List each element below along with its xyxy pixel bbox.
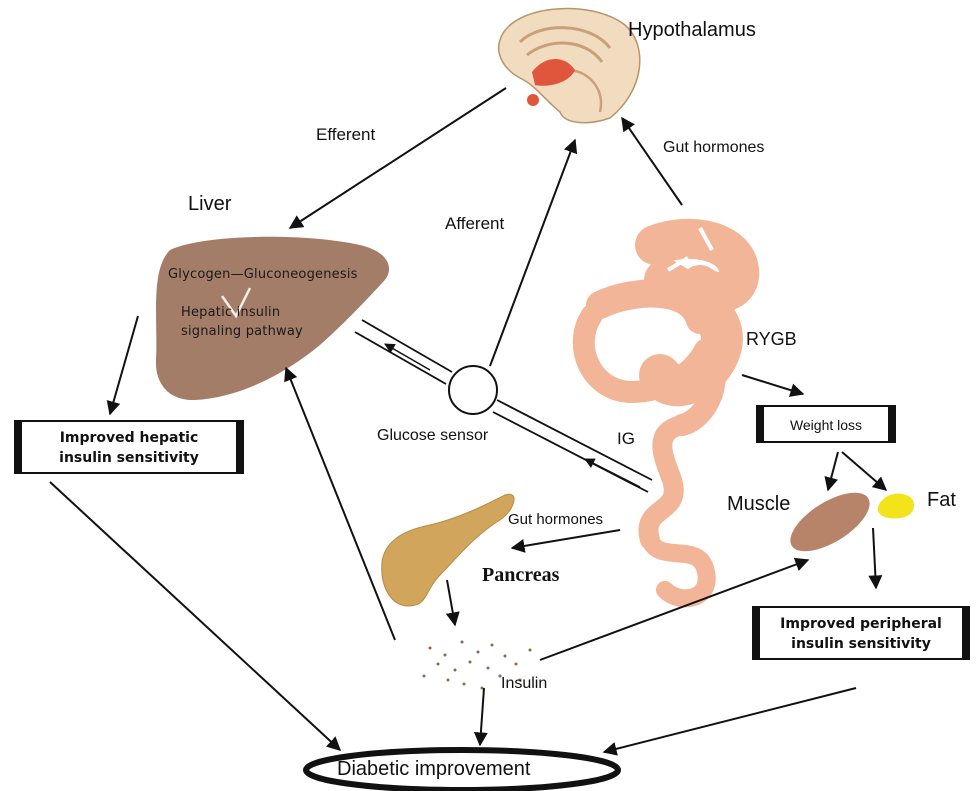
arrow-insulin-to-liver <box>286 368 395 640</box>
improved-hepatic-line1: Improved hepatic <box>20 430 238 446</box>
improved-hepatic-box: Improved hepatic insulin sensitivity <box>18 420 240 474</box>
label-afferent: Afferent <box>445 215 504 232</box>
arrow-sensor-to-liver <box>385 344 430 370</box>
label-signaling: signaling pathway <box>181 325 303 338</box>
portal-vein-lines <box>355 320 652 492</box>
label-pancreas: Pancreas <box>482 565 559 585</box>
gut-illustration <box>584 239 739 598</box>
label-insulin: Insulin <box>501 676 547 692</box>
label-glycogen: Glycogen—Gluconeogenesis <box>168 268 358 281</box>
arrow-gut-to-pancreas <box>512 530 620 548</box>
label-hypothalamus: Hypothalamus <box>628 20 756 40</box>
arrow-weightloss-to-muscle <box>828 452 838 490</box>
hypothalamus-illustration <box>499 9 640 123</box>
improved-hepatic-line2: insulin sensitivity <box>20 450 238 466</box>
label-gut-hormones-top: Gut hormones <box>663 140 764 156</box>
arrow-afferent <box>490 140 575 366</box>
label-glucose-sensor: Glucose sensor <box>377 428 488 444</box>
arrow-gut-hormones-top <box>622 118 682 205</box>
label-diabetic-improvement: Diabetic improvement <box>337 759 530 779</box>
improved-peripheral-line1: Improved peripheral <box>758 616 964 632</box>
arrow-gut-to-sensor <box>585 459 640 487</box>
arrow-hepatic-to-diabetic <box>50 482 340 750</box>
label-rygb: RYGB <box>746 330 797 348</box>
label-ig: IG <box>617 430 635 447</box>
label-hepatic-insulin: Hepatic insulin <box>181 306 280 319</box>
arrow-weightloss-to-fat <box>842 452 886 490</box>
arrow-pancreas-to-insulin <box>447 580 455 625</box>
glucose-sensor-circle <box>449 366 497 414</box>
weight-loss-box: Weight loss <box>760 405 892 443</box>
arrow-rygb-to-weightloss <box>742 375 803 394</box>
arrow-liver-to-hepatic <box>110 316 138 414</box>
label-efferent: Efferent <box>316 126 375 143</box>
label-fat: Fat <box>927 490 956 510</box>
arrow-muscle-to-peripheral <box>873 528 876 588</box>
fat-illustration <box>878 494 914 519</box>
muscle-illustration <box>781 481 879 563</box>
arrow-efferent <box>290 88 506 228</box>
label-muscle: Muscle <box>727 494 790 514</box>
label-liver: Liver <box>188 194 231 214</box>
weight-loss-label: Weight loss <box>762 417 890 433</box>
label-gut-hormones-mid: Gut hormones <box>508 512 603 527</box>
arrow-peripheral-to-diabetic <box>604 688 856 752</box>
arrow-insulin-to-diabetic <box>480 688 484 745</box>
improved-peripheral-box: Improved peripheral insulin sensitivity <box>756 606 966 660</box>
improved-peripheral-line2: insulin sensitivity <box>758 636 964 652</box>
